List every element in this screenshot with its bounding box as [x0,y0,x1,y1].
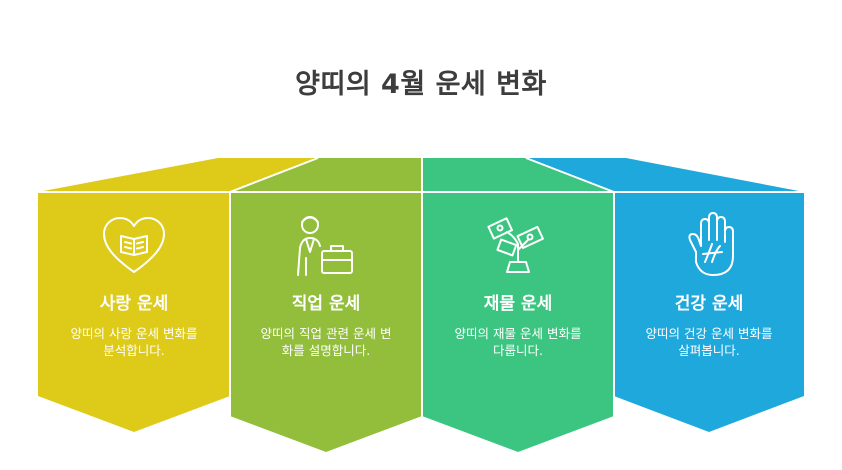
hand-icon [688,212,734,276]
panel-1-shape [38,192,230,432]
panel-1-heading: 사랑 운세 [99,294,169,314]
heart-book-icon [103,217,165,273]
panel-1-top-face [38,158,318,192]
panel-top-edge [525,157,615,193]
panel-4-shape [614,192,804,432]
worker-briefcase-icon [297,216,353,276]
panel-3-heading: 재물 운세 [483,294,553,314]
panel-1-description: 양띠의 사랑 운세 변화를 분석합니다. [70,326,198,358]
money-plant-icon [487,217,544,273]
panel-2-shape [230,192,422,452]
diagram-title: 양띠의 4월 운세 변화 [295,69,547,100]
panel-2-heading: 직업 운세 [291,294,361,314]
panel-3-top-face [422,158,614,192]
panel-2-top-face [230,158,422,192]
panel-3-description: 양띠의 재물 운세 변화를 다룹니다. [454,326,582,358]
panel-2-description: 양띠의 직업 관련 운세 변화를 설명합니다. [260,326,392,358]
panel-3-shape [422,192,614,452]
panel-4-description: 양띠의 건강 운세 변화를 살펴봅니다. [645,326,773,358]
panel-4-top-face [526,158,804,192]
panel-4-heading: 건강 운세 [674,294,744,314]
